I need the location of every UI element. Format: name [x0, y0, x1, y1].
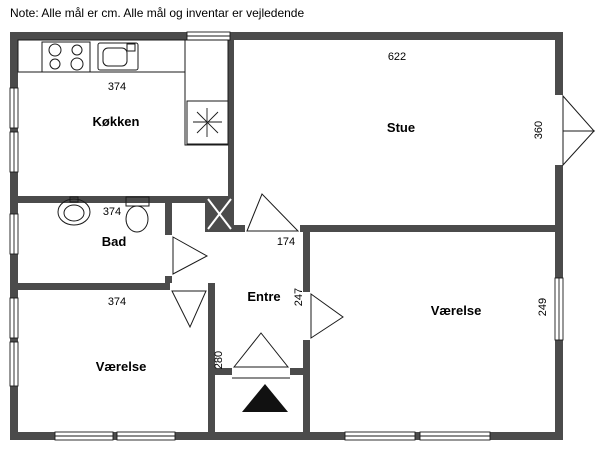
wall-segment: [290, 368, 303, 375]
dim-vaerelse-sw-width: 374: [108, 296, 126, 308]
kitchen-sink-icon: [97, 42, 139, 71]
window-icon: [554, 277, 564, 341]
dim-entre-width: 174: [277, 236, 295, 248]
window-icon: [54, 431, 114, 441]
door-swing-icon: [171, 290, 207, 329]
room-label-stue: Stue: [387, 120, 415, 135]
room-labels: Køkken Stue Bad Entre Værelse Værelse: [93, 114, 482, 374]
dim-vaerelse-se-depth: 249: [537, 298, 549, 316]
windows: [9, 31, 564, 441]
wall-segment: [18, 283, 170, 290]
dim-koekken-width: 374: [108, 81, 126, 93]
room-label-vaerelse-se: Værelse: [431, 303, 482, 318]
window-icon: [9, 213, 19, 255]
toilet-icon: [125, 196, 150, 233]
doors: [171, 193, 344, 379]
window-icon: [419, 431, 491, 441]
room-label-bad: Bad: [102, 234, 127, 249]
washbasin-icon: [57, 196, 91, 226]
window-icon: [9, 131, 19, 173]
door-swing-icon: [246, 193, 300, 232]
dim-entre-depth: 247: [293, 288, 305, 306]
room-label-koekken: Køkken: [93, 114, 140, 129]
window-icon: [344, 431, 416, 441]
wall-segment: [215, 368, 232, 375]
wall-segment: [165, 276, 172, 283]
wall-segment: [555, 32, 563, 440]
wall-segment: [10, 32, 563, 40]
stove-icon: [41, 41, 91, 73]
shaft-icon: [205, 196, 234, 232]
dim-stue-width: 622: [388, 51, 406, 63]
wall-segment: [303, 340, 310, 432]
door-swing-icon: [232, 332, 290, 368]
dim-entre-length: 280: [213, 351, 225, 369]
dim-bad-width: 374: [103, 206, 121, 218]
counter-outline: [184, 39, 229, 146]
entrance-arrow-icon: [242, 384, 288, 412]
wall-segment: [165, 203, 172, 235]
room-label-entre: Entre: [247, 289, 280, 304]
door-swing-icon: [310, 293, 344, 339]
wall-segment: [300, 225, 555, 232]
dim-stue-depth: 360: [533, 121, 545, 139]
wall-segment: [208, 283, 215, 432]
door-swing-icon: [172, 236, 209, 275]
note-text: Note: Alle mål er cm. Alle mål og invent…: [10, 6, 305, 20]
room-label-vaerelse-sw: Værelse: [96, 359, 147, 374]
wall-segment: [234, 225, 245, 232]
window-icon: [9, 297, 19, 339]
window-icon: [9, 341, 19, 387]
bathroom-fixtures: [57, 196, 150, 233]
counter-outline: [17, 39, 186, 73]
appliance-asterisk-icon: [186, 100, 229, 145]
kitchen-fixtures: [17, 39, 229, 146]
wall-segment: [10, 432, 563, 440]
window-icon: [9, 87, 19, 129]
wall-segment: [228, 40, 234, 232]
window-icon: [186, 31, 231, 41]
window-icon: [116, 431, 176, 441]
wall-segment: [303, 232, 310, 292]
balcony-door-icon: [555, 94, 596, 167]
dimension-labels: 374 622 360 374 174 247 280 374 249: [103, 51, 549, 369]
